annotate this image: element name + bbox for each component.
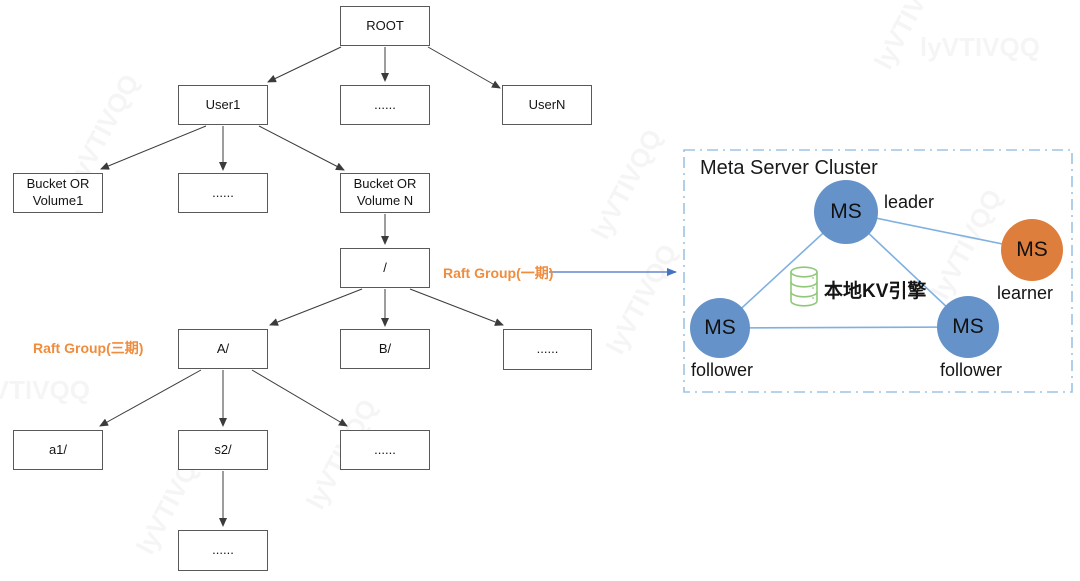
- tree-node-a-label: A/: [216, 340, 230, 356]
- edge-user1-bucketN: [258, 125, 345, 171]
- tree-node-a[interactable]: A/: [178, 329, 268, 369]
- role-leader-label: leader: [884, 192, 935, 212]
- tree-edges: [99, 46, 504, 527]
- tree-node-user1[interactable]: User1: [178, 85, 268, 125]
- edge-root-user1: [267, 46, 342, 83]
- tree-node-buckets-more[interactable]: ......: [178, 173, 268, 213]
- tree-node-bucket1[interactable]: Bucket OR Volume1: [13, 173, 103, 213]
- ms-leader-node[interactable]: MS: [814, 180, 878, 244]
- tree-node-s2[interactable]: s2/: [178, 430, 268, 470]
- tree-node-root-label: ROOT: [366, 17, 404, 33]
- tree-node-l3-more[interactable]: ......: [503, 329, 592, 370]
- tree-node-l5-more-label: ......: [212, 542, 234, 558]
- kv-engine-label: 本地KV引擎: [824, 281, 927, 302]
- ms-learner-label: MS: [1016, 238, 1048, 261]
- tree-node-slash[interactable]: /: [340, 248, 430, 288]
- tree-node-userN-label: UserN: [528, 96, 566, 112]
- tree-node-a1[interactable]: a1/: [13, 430, 103, 470]
- tree-node-bucket1-label: Bucket OR Volume1: [26, 176, 90, 208]
- tree-node-users-more-label: ......: [374, 96, 396, 112]
- cluster-dashed-border: [683, 149, 1073, 393]
- cluster-title: Meta Server Cluster: [700, 157, 878, 179]
- tree-node-bucketN-label: Bucket OR Volume N: [353, 176, 417, 208]
- role-follower-left-label: follower: [691, 360, 754, 380]
- tree-node-slash-label: /: [383, 259, 387, 275]
- tree-node-buckets-more-label: ......: [212, 184, 234, 200]
- edge-a-a1: [99, 369, 202, 427]
- ms-follower-left-label: MS: [704, 316, 736, 339]
- edge-slash-more: [409, 288, 504, 326]
- tree-node-l3-more-label: ......: [536, 341, 559, 357]
- ms-follower-right-label: MS: [952, 315, 984, 338]
- raft-group-phase3-label: Raft Group(三期): [33, 340, 144, 356]
- ms-learner-node[interactable]: MS: [1001, 219, 1063, 281]
- tree-node-users-more[interactable]: ......: [340, 85, 430, 125]
- edge-slash-a: [269, 288, 363, 326]
- tree-node-userN[interactable]: UserN: [502, 85, 592, 125]
- tree-node-b[interactable]: B/: [340, 329, 430, 369]
- role-follower-right-label: follower: [940, 360, 1003, 380]
- ms-follower-left-node[interactable]: MS: [690, 298, 750, 358]
- tree-node-l5-more[interactable]: ......: [178, 530, 268, 571]
- role-learner-label: learner: [997, 283, 1054, 303]
- tree-node-l4-more-label: ......: [374, 441, 396, 457]
- tree-node-bucketN[interactable]: Bucket OR Volume N: [340, 173, 430, 213]
- tree-node-l4-more[interactable]: ......: [340, 430, 430, 470]
- database-icon: [790, 266, 818, 307]
- tree-node-a1-label: a1/: [48, 441, 68, 457]
- link-follower-follower: [719, 326, 969, 329]
- raft-group-phase1-label: Raft Group(一期): [443, 265, 554, 281]
- tree-node-root[interactable]: ROOT: [340, 6, 430, 46]
- tree-node-s2-label: s2/: [214, 441, 232, 457]
- tree-node-b-label: B/: [378, 340, 392, 356]
- ms-leader-label: MS: [830, 200, 862, 223]
- edge-root-userN: [427, 46, 501, 89]
- ms-follower-right-node[interactable]: MS: [937, 296, 999, 358]
- edge-user1-bucket1: [100, 125, 207, 170]
- edge-a-more: [251, 369, 348, 427]
- tree-node-user1-label: User1: [205, 96, 241, 112]
